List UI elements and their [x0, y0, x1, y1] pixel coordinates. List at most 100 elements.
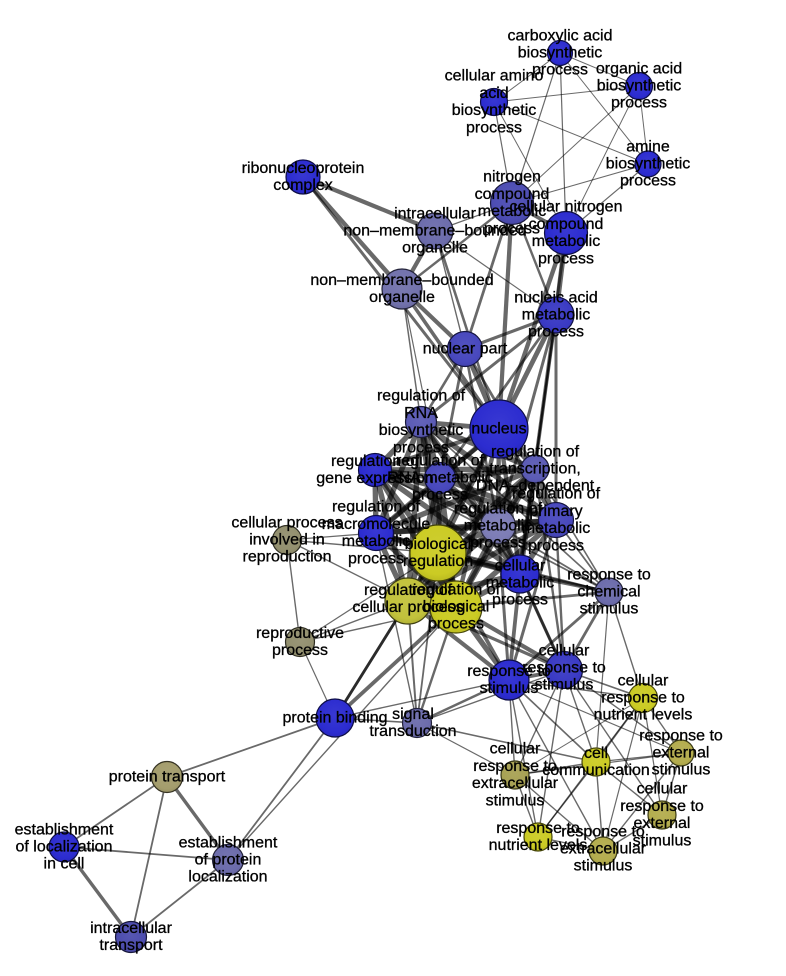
svg-text:macromolecule: macromolecule — [322, 516, 431, 533]
svg-text:complex: complex — [273, 177, 333, 194]
svg-text:process: process — [348, 550, 404, 567]
svg-text:establishment: establishment — [15, 821, 114, 838]
svg-text:regulation of: regulation of — [364, 582, 453, 599]
svg-text:response to: response to — [567, 566, 651, 583]
svg-text:cellular: cellular — [637, 781, 688, 798]
svg-text:cellular: cellular — [539, 642, 590, 659]
svg-text:RNA: RNA — [404, 405, 438, 422]
svg-text:biological: biological — [423, 599, 490, 616]
svg-text:process: process — [412, 487, 468, 504]
svg-text:process: process — [620, 173, 676, 190]
svg-text:stimulus: stimulus — [480, 680, 539, 697]
svg-text:transcription,: transcription, — [489, 461, 581, 478]
svg-text:stimulus: stimulus — [486, 792, 545, 809]
svg-text:regulation of: regulation of — [331, 453, 420, 470]
svg-text:signal: signal — [392, 706, 434, 723]
svg-text:transduction: transduction — [369, 723, 456, 740]
svg-text:metabolic: metabolic — [522, 520, 590, 537]
svg-text:metabolic: metabolic — [464, 518, 532, 535]
svg-text:of localization: of localization — [16, 839, 113, 856]
svg-text:nitrogen: nitrogen — [483, 169, 541, 186]
svg-text:cellular nitrogen: cellular nitrogen — [510, 199, 623, 216]
svg-text:metabolic: metabolic — [478, 203, 546, 220]
svg-text:nutrient levels: nutrient levels — [594, 707, 693, 724]
svg-text:localization: localization — [188, 869, 267, 886]
svg-text:nucleus: nucleus — [471, 421, 526, 438]
svg-text:process: process — [528, 324, 584, 341]
svg-text:involved in: involved in — [249, 532, 325, 549]
svg-text:metabolic: metabolic — [532, 233, 600, 250]
svg-text:cellular amino: cellular amino — [445, 68, 544, 85]
svg-text:process: process — [393, 439, 449, 456]
svg-text:regulation of: regulation of — [377, 388, 466, 405]
svg-text:carboxylic acid: carboxylic acid — [508, 27, 613, 44]
svg-text:stimulus: stimulus — [580, 601, 639, 618]
svg-text:process: process — [538, 250, 594, 267]
svg-text:cell: cell — [584, 745, 608, 762]
svg-text:organic acid: organic acid — [596, 60, 682, 77]
svg-text:process: process — [532, 62, 588, 79]
svg-text:nuclear part: nuclear part — [423, 341, 508, 358]
svg-text:acid: acid — [479, 85, 508, 102]
svg-text:response to: response to — [620, 798, 704, 815]
svg-text:process: process — [272, 642, 328, 659]
svg-text:organelle: organelle — [402, 240, 468, 257]
svg-text:response to: response to — [639, 727, 723, 744]
svg-text:biosynthetic: biosynthetic — [597, 78, 682, 95]
svg-text:stimulus: stimulus — [633, 832, 692, 849]
svg-text:response to: response to — [601, 690, 685, 707]
svg-text:extracellular: extracellular — [560, 841, 647, 858]
svg-text:non–membrane–bounded: non–membrane–bounded — [343, 223, 526, 240]
svg-text:metabolic: metabolic — [486, 575, 554, 592]
svg-text:compound: compound — [529, 216, 604, 233]
svg-text:stimulus: stimulus — [652, 762, 711, 779]
svg-text:biosynthetic: biosynthetic — [379, 422, 464, 439]
svg-text:gene expression: gene expression — [316, 470, 433, 487]
svg-text:establishment: establishment — [179, 834, 278, 851]
svg-text:process: process — [611, 95, 667, 112]
svg-text:non–membrane–bounded: non–membrane–bounded — [310, 272, 493, 289]
svg-text:amine: amine — [626, 138, 670, 155]
svg-text:protein binding: protein binding — [283, 710, 388, 727]
svg-text:protein transport: protein transport — [109, 769, 226, 786]
svg-text:process: process — [528, 537, 584, 554]
svg-text:external: external — [634, 815, 691, 832]
svg-text:chemical: chemical — [577, 584, 640, 601]
svg-text:in cell: in cell — [44, 856, 85, 873]
svg-text:organelle: organelle — [369, 289, 435, 306]
svg-text:response to: response to — [561, 823, 645, 840]
svg-text:intracellular: intracellular — [90, 920, 172, 937]
svg-text:extracellular: extracellular — [472, 775, 559, 792]
svg-text:biological: biological — [405, 536, 472, 553]
svg-text:process: process — [470, 535, 526, 552]
svg-text:cellular: cellular — [495, 557, 546, 574]
svg-text:cellular process: cellular process — [231, 514, 342, 531]
svg-text:nutrient levels: nutrient levels — [489, 837, 588, 854]
svg-text:RNA metabolic: RNA metabolic — [387, 470, 493, 487]
svg-text:primary: primary — [529, 503, 582, 520]
svg-text:process: process — [428, 616, 484, 633]
svg-text:biosynthetic: biosynthetic — [606, 156, 691, 173]
svg-text:cellular: cellular — [490, 741, 541, 758]
svg-text:response to: response to — [467, 663, 551, 680]
svg-text:DNA–dependent: DNA–dependent — [476, 478, 595, 495]
svg-text:process: process — [466, 119, 522, 136]
svg-text:of protein: of protein — [195, 852, 262, 869]
svg-text:reproduction: reproduction — [243, 549, 332, 566]
svg-text:metabolic: metabolic — [522, 307, 590, 324]
svg-text:communication: communication — [542, 762, 650, 779]
svg-text:process: process — [492, 592, 548, 609]
svg-text:cellular process: cellular process — [352, 599, 463, 616]
svg-text:biosynthetic: biosynthetic — [518, 45, 603, 62]
svg-text:regulation of: regulation of — [512, 486, 601, 503]
svg-text:metabolic: metabolic — [342, 533, 410, 550]
svg-text:stimulus: stimulus — [535, 677, 594, 694]
svg-text:transport: transport — [99, 937, 163, 954]
svg-text:response to: response to — [473, 758, 557, 775]
svg-text:external: external — [653, 745, 710, 762]
svg-text:stimulus: stimulus — [574, 858, 633, 875]
svg-text:regulation of: regulation of — [454, 500, 543, 517]
svg-text:response to: response to — [522, 660, 606, 677]
svg-text:compound: compound — [475, 186, 550, 203]
svg-text:intracellular: intracellular — [394, 205, 476, 222]
